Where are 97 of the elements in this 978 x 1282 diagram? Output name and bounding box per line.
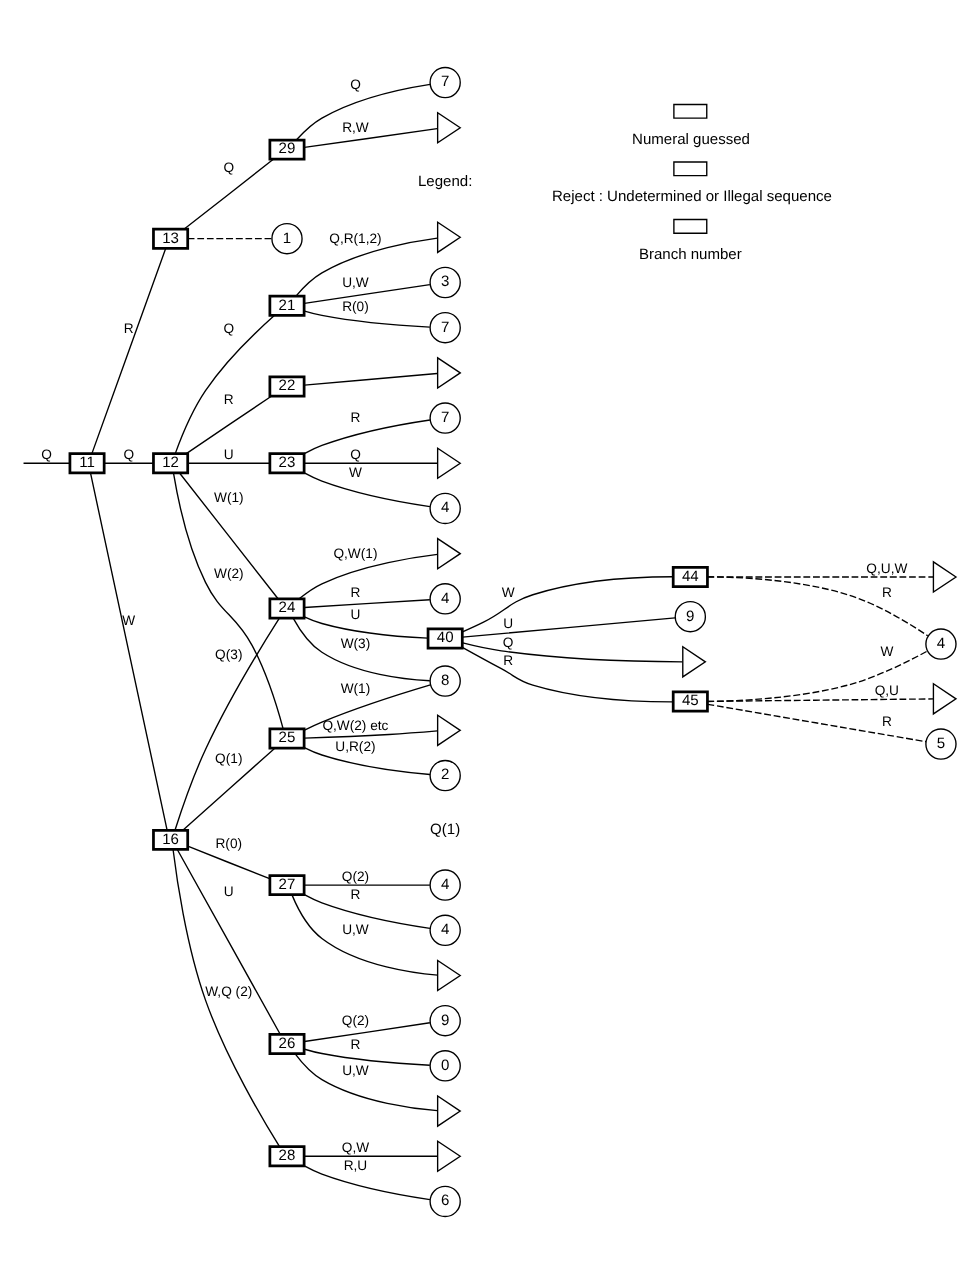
connector [172, 847, 281, 1147]
connector [179, 471, 279, 599]
node-circle: 4 [925, 627, 957, 659]
connector [706, 575, 934, 577]
connector [174, 616, 280, 830]
connector [461, 645, 674, 702]
node-box: 24 [268, 596, 306, 619]
node-box: 27 [268, 873, 306, 896]
connector [461, 616, 676, 637]
node-circle: 0 [429, 1049, 461, 1081]
connector [303, 729, 439, 738]
connector [183, 157, 274, 229]
connector [303, 418, 431, 454]
node-triangle [436, 713, 462, 746]
node-box: 16 [152, 827, 190, 850]
node-box: 26 [268, 1032, 306, 1054]
connector [187, 461, 271, 463]
connector [298, 552, 439, 599]
node-circle: 2 [429, 758, 461, 791]
connector [303, 471, 431, 507]
node-circle: 4 [429, 491, 461, 524]
connector [303, 1154, 438, 1156]
node-triangle [436, 355, 462, 389]
connector [292, 616, 431, 681]
connector [185, 394, 273, 454]
node-box: 13 [152, 226, 190, 249]
legend-label: Branch number [638, 243, 742, 262]
node-triangle [436, 445, 462, 479]
node-box: 44 [671, 565, 709, 587]
node-box: 21 [268, 293, 306, 316]
connector [461, 575, 674, 632]
connector [22, 461, 71, 463]
node-circle: 4 [429, 582, 461, 614]
node-box: 12 [152, 451, 190, 474]
connector [706, 649, 928, 702]
node-triangle [436, 110, 462, 144]
legend-label: Numeral guessed [632, 128, 750, 147]
node-circle: 4 [429, 868, 461, 900]
connector [303, 1021, 431, 1042]
connector [303, 615, 429, 638]
node-circle: 4 [429, 913, 461, 946]
connector [303, 598, 431, 608]
node-triangle [682, 644, 707, 678]
connector [187, 844, 271, 879]
node-circle: 8 [429, 664, 461, 696]
node-box: 28 [268, 1144, 306, 1167]
node-box: 40 [426, 626, 464, 649]
node-box: 22 [268, 374, 306, 397]
node-triangle [436, 219, 462, 253]
connector [303, 371, 438, 385]
node-circle: 6 [429, 1184, 461, 1217]
connector [303, 127, 438, 148]
node-box: 23 [268, 451, 306, 474]
connector [182, 747, 275, 830]
connector [291, 893, 439, 975]
connector [91, 246, 167, 454]
connector [303, 683, 432, 730]
connector [294, 1051, 438, 1111]
node-box: 29 [268, 137, 306, 160]
connector [295, 236, 438, 296]
node-triangle [932, 681, 958, 715]
node-circle: 7 [429, 310, 461, 343]
node-triangle [436, 1093, 462, 1127]
node-circle: 9 [429, 1003, 461, 1036]
connector [172, 471, 284, 729]
label: Q(1) [430, 819, 461, 838]
connector [303, 461, 438, 463]
node-circle: 7 [429, 65, 461, 98]
connector [706, 702, 927, 742]
node-circle: 5 [925, 727, 957, 759]
label: Legend: [418, 171, 473, 190]
legend-label: Reject : Undetermined or Illegal sequence [552, 186, 832, 205]
connector [89, 471, 168, 830]
node-box: 11 [68, 451, 106, 474]
connector [296, 82, 431, 140]
connector [303, 1164, 431, 1200]
node-triangle [436, 1138, 462, 1172]
node-triangle [436, 958, 462, 991]
node-box: 45 [671, 689, 709, 712]
connector [176, 848, 281, 1034]
connector [303, 883, 431, 885]
connector [303, 745, 431, 775]
connector [174, 314, 275, 454]
connector [303, 893, 431, 929]
node-circle: 3 [429, 265, 461, 298]
connector [462, 641, 684, 662]
node-triangle [436, 536, 462, 569]
connector [187, 237, 273, 239]
connector [303, 282, 431, 304]
node-triangle [932, 559, 958, 593]
connector [303, 309, 431, 327]
node-box: 25 [268, 726, 306, 749]
node-circle: 9 [674, 599, 707, 632]
connector [103, 461, 154, 463]
node-circle: 7 [429, 401, 461, 433]
connector [303, 1047, 431, 1065]
node-circle: 1 [271, 221, 303, 254]
